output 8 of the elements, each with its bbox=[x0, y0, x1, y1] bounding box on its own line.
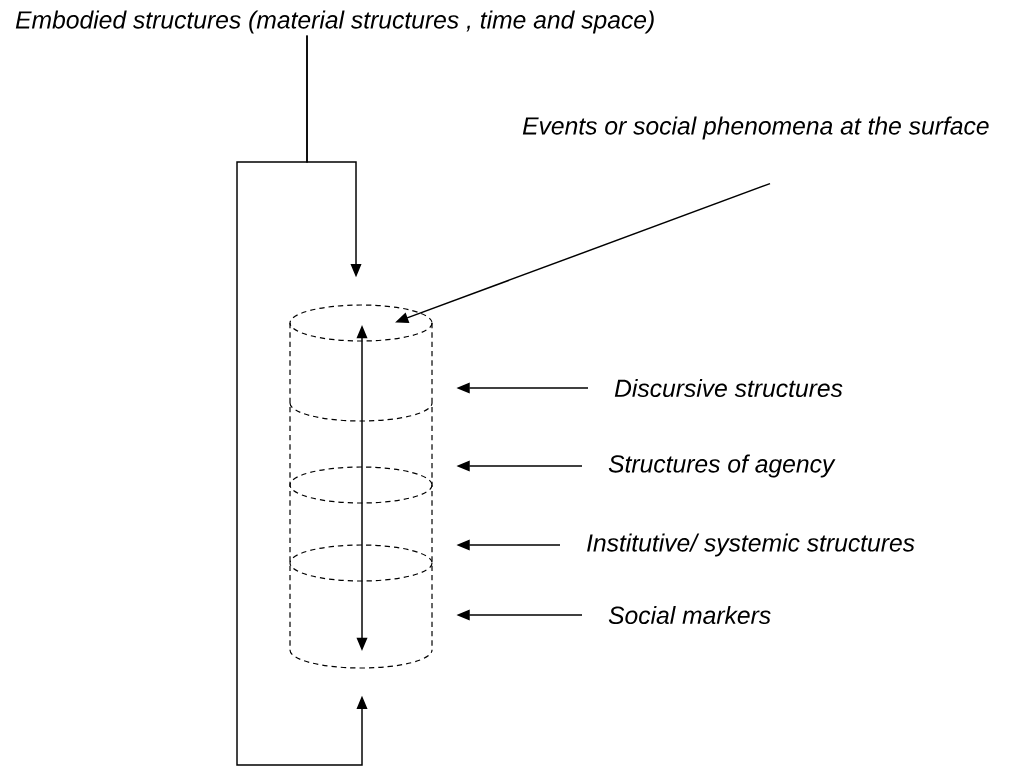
arrow bbox=[236, 34, 368, 766]
cylinder bbox=[289, 304, 433, 669]
node-label: Institutive/ systemic structures bbox=[587, 533, 915, 557]
node-label: Embodied structures (material structures , time and space) bbox=[15, 10, 654, 34]
node-label: Structures of agency bbox=[608, 454, 836, 478]
node-label: Discursive structures bbox=[614, 378, 843, 398]
node-label: Social markers bbox=[608, 605, 771, 625]
node-label: Events or social phenomena at the surface bbox=[522, 116, 989, 140]
